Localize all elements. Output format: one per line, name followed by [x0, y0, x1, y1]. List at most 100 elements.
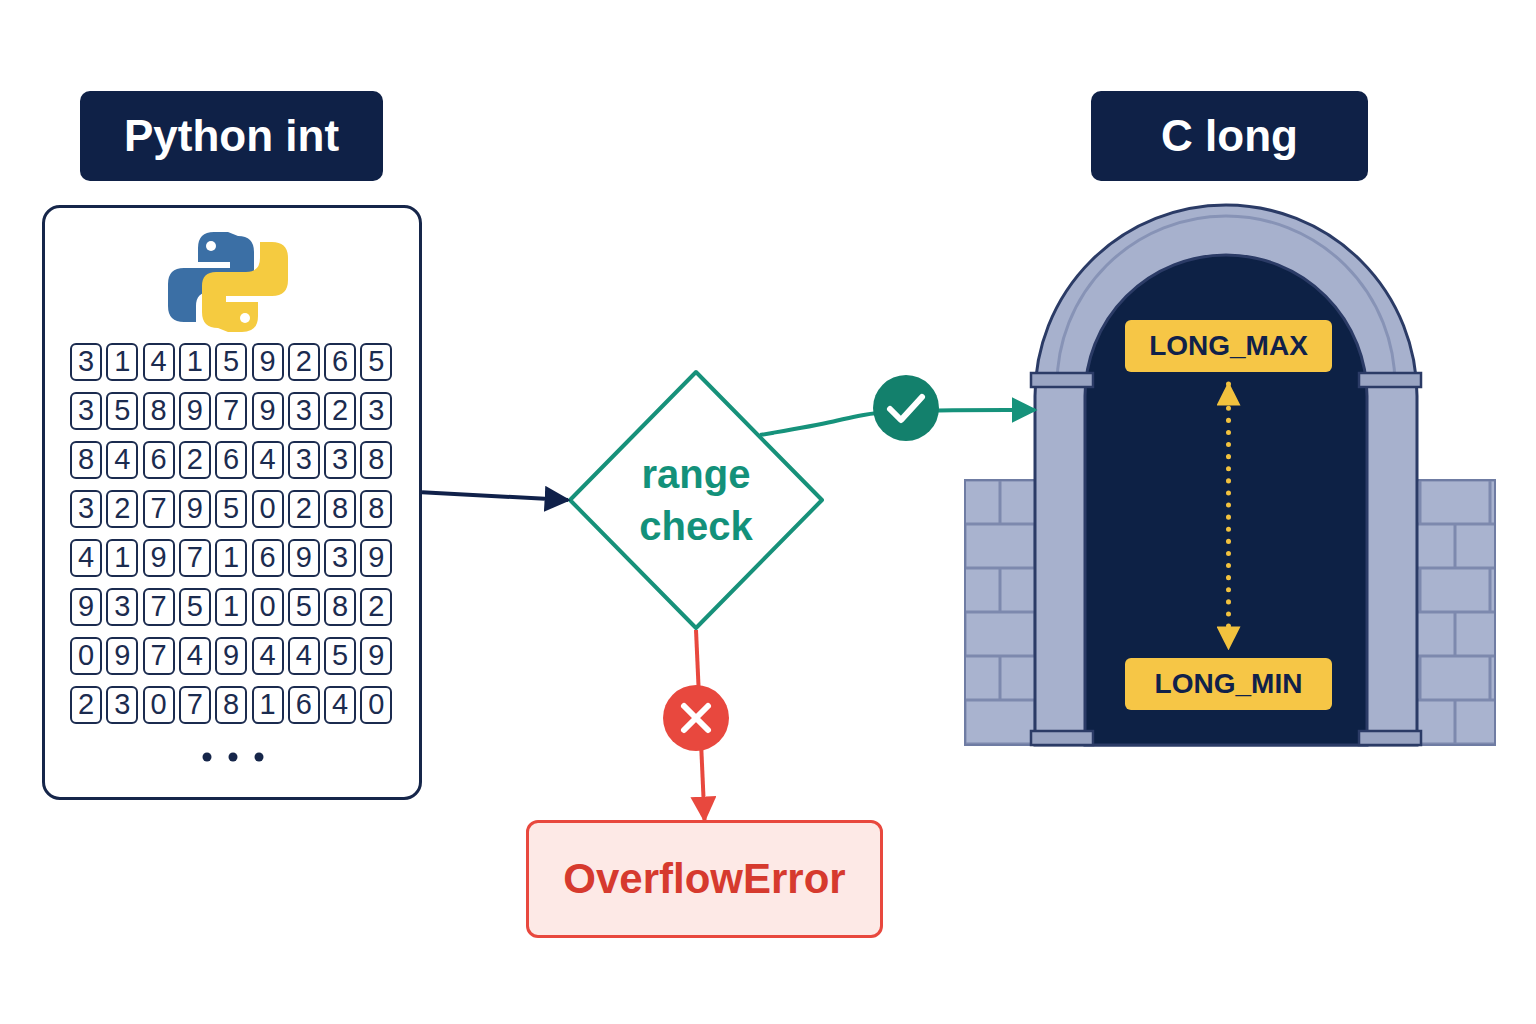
- digit-cell: 3: [106, 588, 138, 626]
- digit-cell: 8: [324, 588, 356, 626]
- limit-text-wrap: LONG_MAX: [1125, 320, 1332, 372]
- digit-cell: 0: [70, 637, 102, 675]
- pillar-capital: [1359, 731, 1421, 745]
- digit-cell: 9: [179, 490, 211, 528]
- digit-cell: 3: [360, 392, 392, 430]
- ellipsis-dots: [203, 753, 264, 762]
- digit-cell: 8: [360, 441, 392, 479]
- digit-cell: 9: [360, 637, 392, 675]
- digit-cell: 6: [324, 343, 356, 381]
- decision-label: range check: [611, 448, 781, 552]
- value-node: Python int314159265358979323846264338327…: [42, 91, 422, 800]
- limit-tag: LONG_MAX: [1125, 320, 1332, 372]
- digit-cell: 9: [288, 539, 320, 577]
- digit-cell: 4: [70, 539, 102, 577]
- error-text-wrap: OverflowError: [529, 823, 880, 935]
- archway-stone: [1035, 205, 1417, 745]
- limit-label: LONG_MIN: [1155, 668, 1303, 700]
- digit-cell: 9: [252, 343, 284, 381]
- python-logo-yellow: [202, 242, 288, 332]
- digit-cell: 3: [106, 686, 138, 724]
- digit-cell: 4: [288, 637, 320, 675]
- digit-cell: 2: [70, 686, 102, 724]
- digit-cell: 8: [360, 490, 392, 528]
- digit-cell: 9: [106, 637, 138, 675]
- digit-cell: 9: [179, 392, 211, 430]
- digit-cell: 5: [215, 343, 247, 381]
- digit-cell: 6: [288, 686, 320, 724]
- cross-circle: [663, 685, 729, 751]
- digit-cell: 2: [360, 588, 392, 626]
- digit-cell: 6: [252, 539, 284, 577]
- digit-cell: 7: [179, 539, 211, 577]
- digit-cell: 9: [360, 539, 392, 577]
- digit-cell: 2: [288, 343, 320, 381]
- decision-diamond: [570, 372, 822, 628]
- connector-arrow: [760, 410, 1035, 435]
- archway-door: [1085, 255, 1367, 745]
- digit-cell: 5: [288, 588, 320, 626]
- check-badge: [873, 375, 939, 441]
- limit-tag: LONG_MIN: [1125, 658, 1332, 710]
- digit-cell: 2: [324, 392, 356, 430]
- digit-cell: 0: [252, 588, 284, 626]
- digit-cell: 4: [179, 637, 211, 675]
- digit-cell: 7: [179, 686, 211, 724]
- pillar-capital: [1031, 373, 1093, 387]
- ellipsis-dot: [255, 753, 264, 762]
- connector-arrow: [1226, 384, 1231, 648]
- digit-cell: 3: [288, 392, 320, 430]
- digit-cell: 0: [252, 490, 284, 528]
- python-logo-eye: [206, 241, 216, 251]
- check-circle: [873, 375, 939, 441]
- digit-cell: 5: [215, 490, 247, 528]
- digit-cell: 4: [252, 441, 284, 479]
- cross-badge: [663, 685, 729, 751]
- digit-cell: 8: [70, 441, 102, 479]
- python-logo-eye: [240, 313, 250, 323]
- decision-text-wrap: range check: [568, 370, 824, 630]
- digit-cell: 0: [143, 686, 175, 724]
- decision-outline: [568, 370, 824, 630]
- digit-cell: 8: [143, 392, 175, 430]
- digit-cell: 8: [215, 686, 247, 724]
- digit-cell: 1: [252, 686, 284, 724]
- check-mark: [890, 397, 922, 420]
- digit-cell: 0: [360, 686, 392, 724]
- digit-cell: 9: [252, 392, 284, 430]
- digit-cell: 2: [179, 441, 211, 479]
- digit-cell: 1: [215, 588, 247, 626]
- digit-cell: 3: [70, 490, 102, 528]
- digit-cell: 4: [143, 343, 175, 381]
- digit-cell: 6: [215, 441, 247, 479]
- digit-cell: 9: [215, 637, 247, 675]
- digit-cell: 2: [106, 490, 138, 528]
- value-card: 3141592653589793238462643383279502884197…: [42, 205, 422, 800]
- digit-cell: 5: [106, 392, 138, 430]
- digit-cell: 9: [70, 588, 102, 626]
- decision-node: range check: [568, 370, 824, 630]
- digit-cell: 1: [106, 343, 138, 381]
- digit-cell: 5: [179, 588, 211, 626]
- type-label: C long: [1091, 91, 1368, 181]
- cross-mark: [684, 706, 708, 730]
- digit-cell: 7: [143, 588, 175, 626]
- digit-cell: 5: [324, 637, 356, 675]
- digit-cell: 3: [324, 441, 356, 479]
- error-label: OverflowError: [563, 855, 845, 903]
- digit-cell: 4: [252, 637, 284, 675]
- digit-cell: 3: [324, 539, 356, 577]
- digit-cell: 9: [143, 539, 175, 577]
- digit-cell: 3: [288, 441, 320, 479]
- archway-node: C longLONG_MAX LONG_MIN: [1035, 91, 1417, 745]
- connector-arrow: [422, 492, 568, 500]
- digit-cell: 4: [106, 441, 138, 479]
- pillar-capital: [1359, 373, 1421, 387]
- digit-cell: 8: [324, 490, 356, 528]
- digit-cell: 6: [143, 441, 175, 479]
- type-label: Python int: [80, 91, 383, 181]
- digit-cell: 3: [70, 392, 102, 430]
